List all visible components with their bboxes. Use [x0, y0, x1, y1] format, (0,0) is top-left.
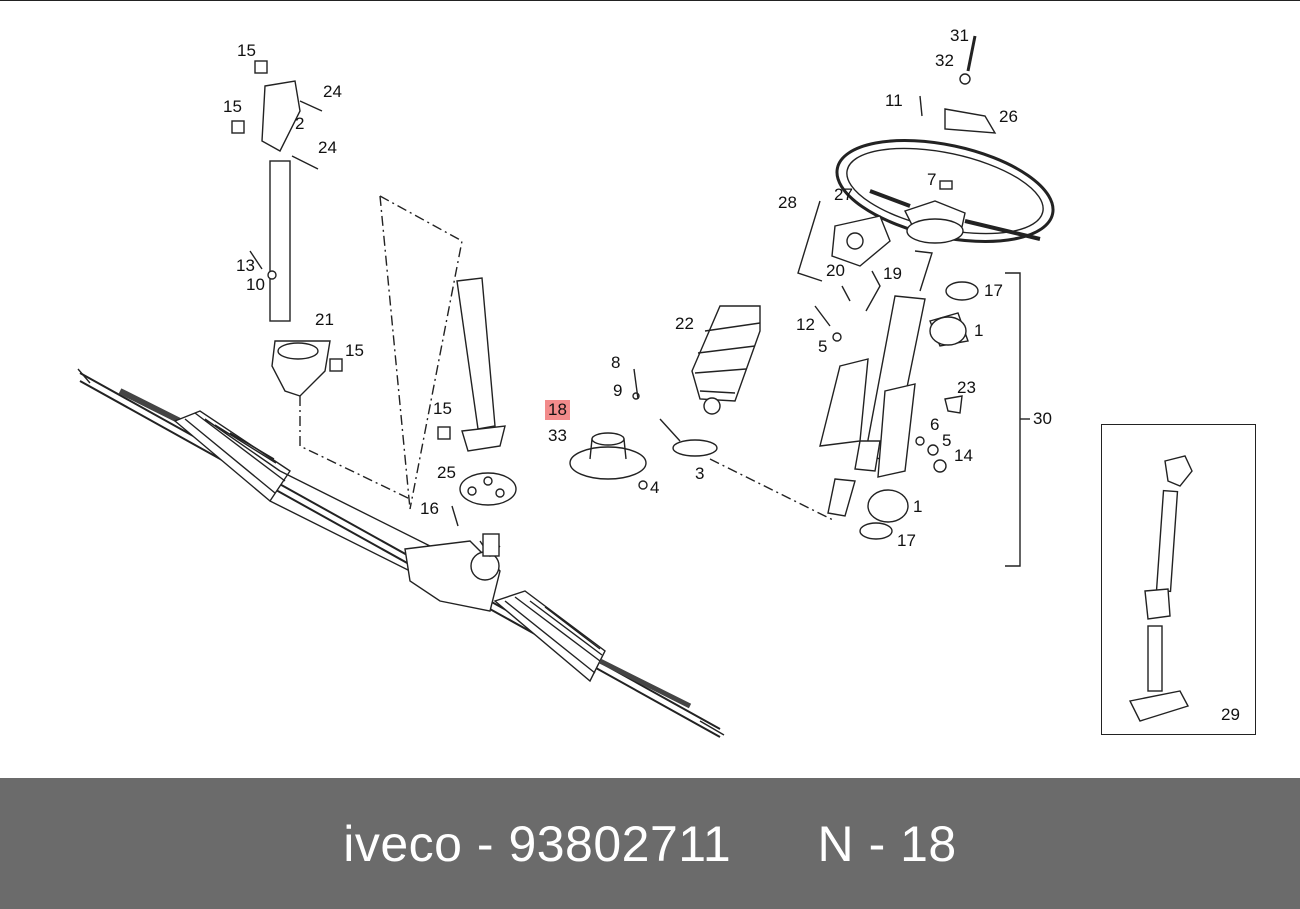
brand-separator: -: [476, 815, 495, 872]
position-number: 18: [900, 815, 957, 872]
callout-19: 19: [883, 264, 902, 283]
callout-15-b: 15: [223, 97, 242, 116]
callout-28: 28: [778, 193, 797, 212]
footer-caption: iveco - 93802711 N - 18: [0, 778, 1300, 909]
callout-5-a: 5: [818, 337, 828, 356]
callout-17-a: 17: [984, 281, 1003, 300]
callout-9: 9: [613, 381, 623, 400]
brand-name: iveco: [343, 815, 463, 872]
callout-25: 25: [437, 463, 456, 482]
callout-31: 31: [950, 26, 969, 45]
callout-7: 7: [927, 170, 937, 189]
callout-leaders: [797, 200, 1030, 567]
callout-29: 29: [1221, 705, 1240, 724]
callout-27: 27: [834, 185, 853, 204]
callout-26: 26: [999, 107, 1018, 126]
callout-4: 4: [650, 478, 660, 497]
callout-15-c: 15: [345, 341, 364, 360]
callout-12: 12: [796, 315, 815, 334]
bearing-assembly: [569, 368, 648, 490]
callout-3: 3: [695, 464, 705, 483]
callout-10: 10: [246, 275, 265, 294]
callout-33: 33: [548, 426, 567, 445]
callout-1-b: 1: [913, 497, 923, 516]
position-label: N: [817, 815, 855, 872]
callout-5-b: 5: [942, 431, 952, 450]
diagram-drawing: [77, 35, 1193, 738]
steering-wheel: [831, 35, 1055, 267]
callout-11: 11: [885, 91, 903, 110]
callout-15-d: 15: [433, 399, 452, 418]
part-number: 93802711: [508, 815, 732, 872]
upper-joint-assembly: [231, 60, 343, 397]
callout-24-b: 24: [318, 138, 337, 157]
callout-23: 23: [957, 378, 976, 397]
inset-drawing: [1128, 455, 1193, 722]
parts-diagram: 15 24 15 2 24 13 10 21 15 15 25 16 8 9 1…: [0, 0, 1300, 738]
callout-20: 20: [826, 261, 845, 280]
callout-17-b: 17: [897, 531, 916, 550]
callout-22: 22: [675, 314, 694, 333]
caption-gap: [731, 815, 817, 873]
callout-32: 32: [935, 51, 954, 70]
callout-1-a: 1: [974, 321, 984, 340]
callout-24-a: 24: [323, 82, 342, 101]
callout-21: 21: [315, 310, 334, 329]
callout-2: 2: [295, 114, 305, 133]
position-separator: -: [868, 815, 886, 872]
callout-6: 6: [930, 415, 940, 434]
callout-15-a: 15: [237, 41, 256, 60]
callout-18-highlighted[interactable]: 18: [545, 400, 570, 420]
intermediate-shaft: [437, 277, 517, 527]
guide-lines: [299, 195, 836, 522]
callout-13: 13: [236, 256, 255, 275]
callout-14: 14: [954, 446, 973, 465]
callout-8: 8: [611, 353, 621, 372]
column-boot: [659, 305, 761, 457]
inset-panel: 29: [1101, 424, 1256, 735]
steering-rack: [77, 368, 725, 738]
callout-16: 16: [420, 499, 439, 518]
callout-30: 30: [1033, 409, 1052, 428]
steering-column: [814, 250, 979, 540]
footer-bar: iveco - 93802711 N - 18: [0, 778, 1300, 909]
